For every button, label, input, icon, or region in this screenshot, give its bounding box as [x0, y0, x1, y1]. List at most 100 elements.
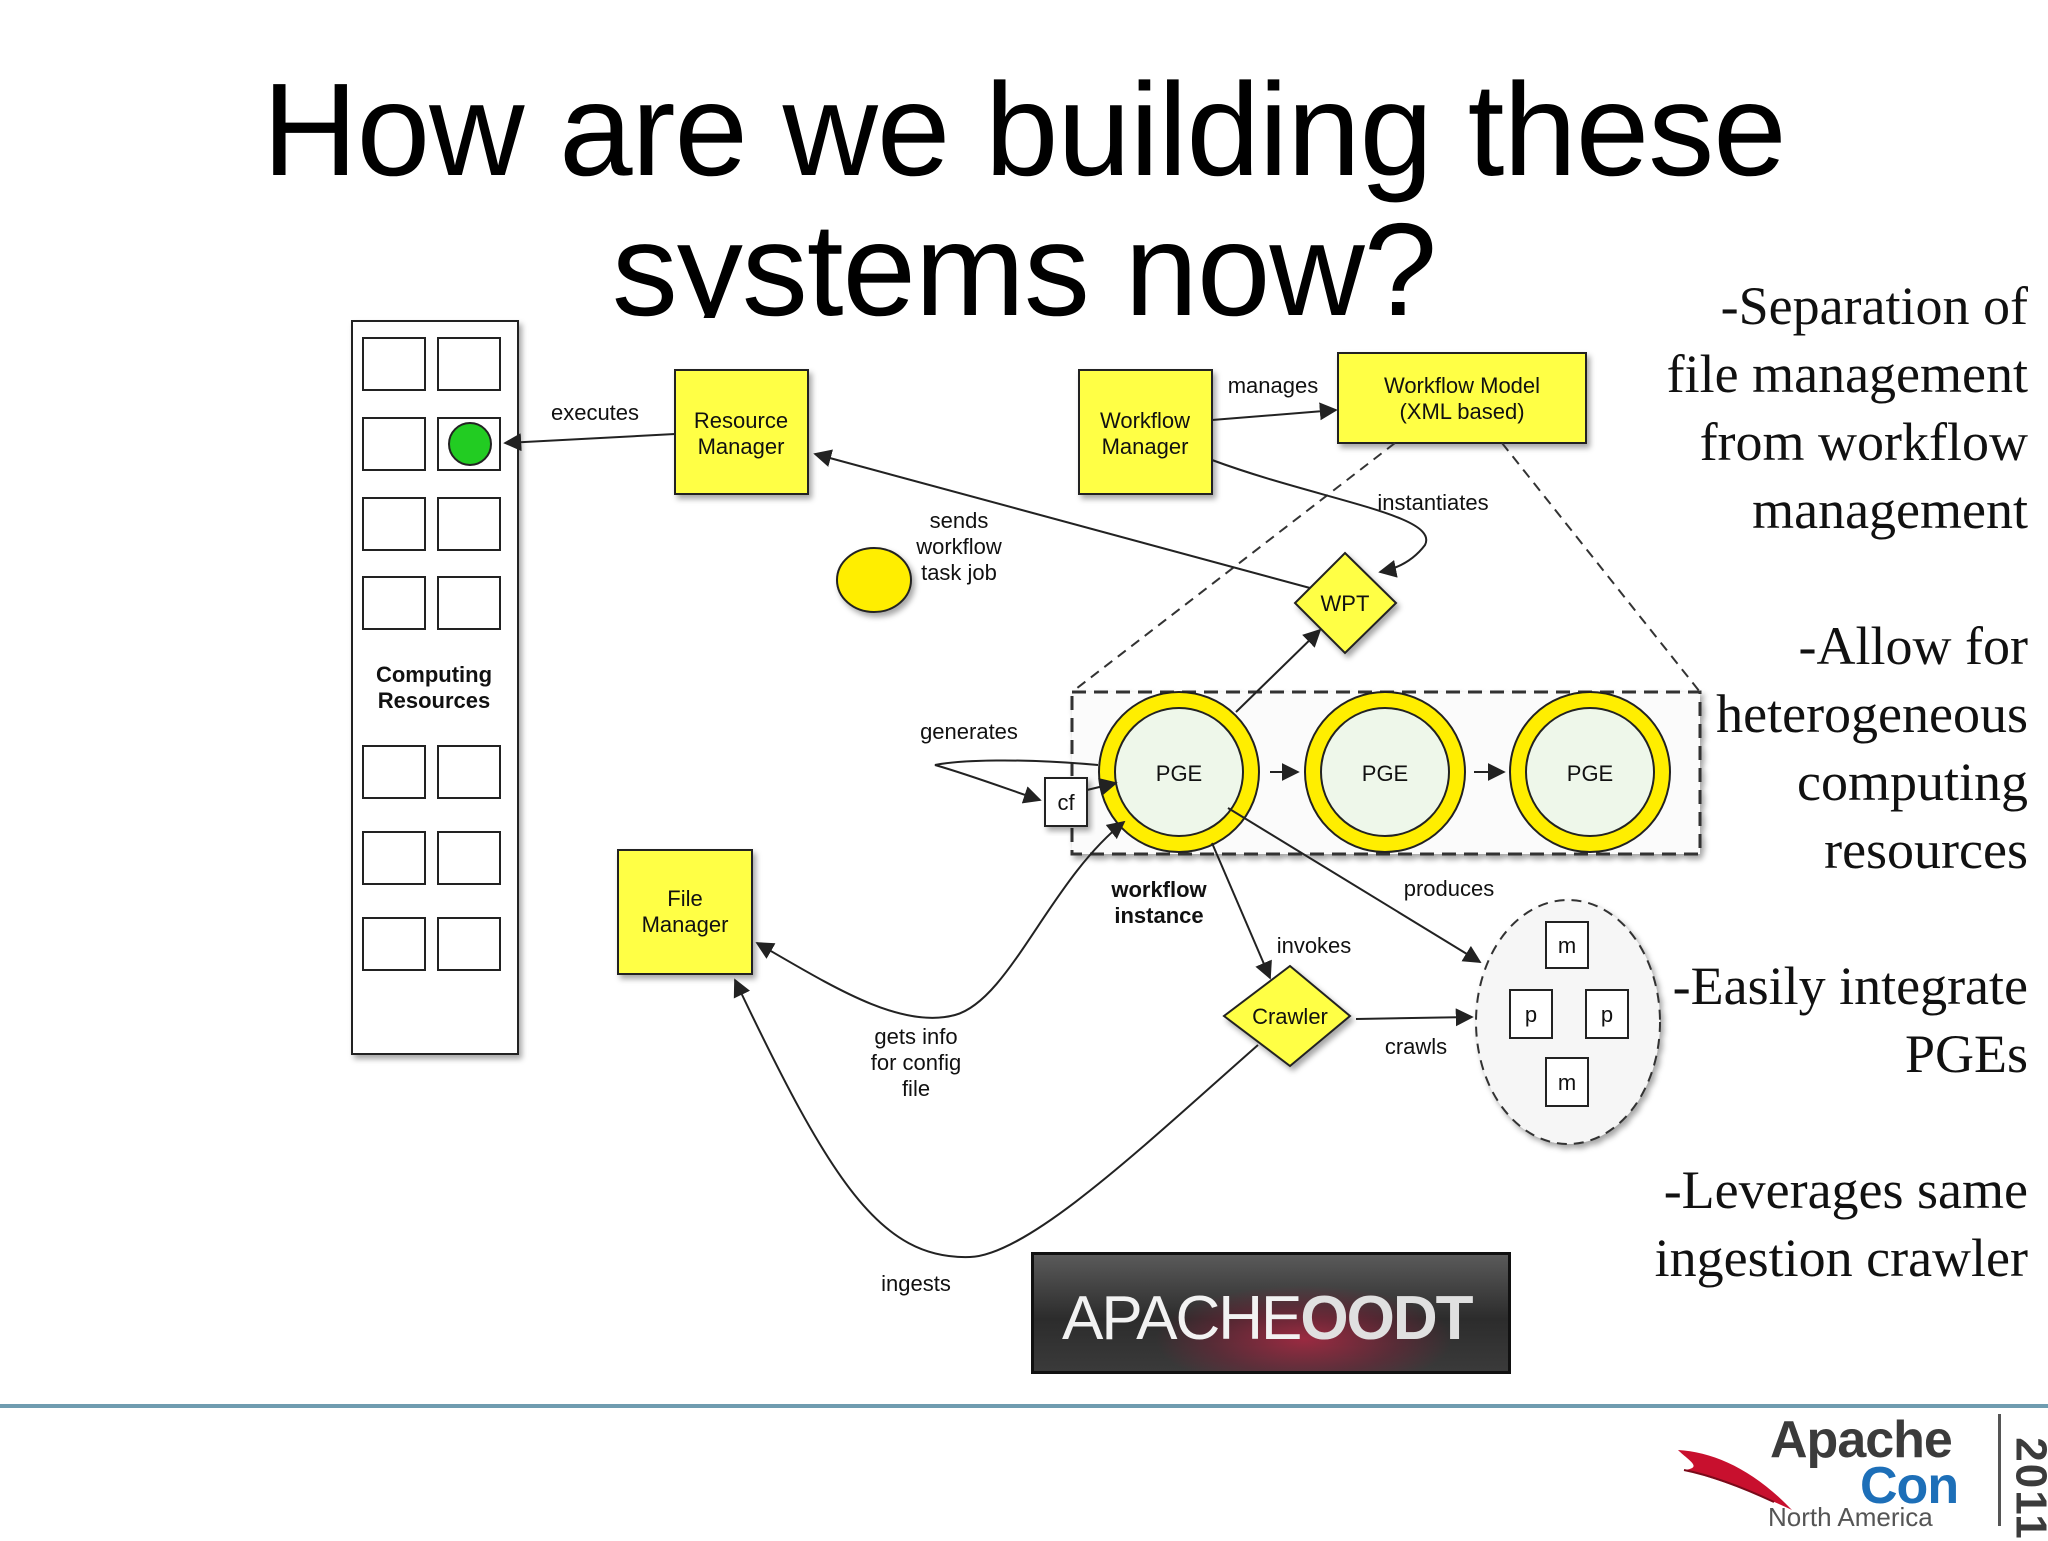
- connectors: [503, 402, 1506, 1259]
- gets-info-label-2: for config: [871, 1050, 962, 1075]
- crawler-label: Crawler: [1252, 1004, 1328, 1029]
- workflow-model-label-2: (XML based): [1399, 399, 1524, 424]
- sends-task-arrow: [813, 449, 1311, 589]
- bullet-line: PGEs: [1904, 1024, 2028, 1084]
- bullet-integrate: -Easily integrate PGEs: [1608, 952, 2028, 1088]
- workflow-manager-label-1: Workflow: [1100, 408, 1190, 433]
- produces-arrow: [1227, 807, 1482, 963]
- file-manager-node: File Manager: [617, 849, 753, 975]
- product-p-right: [1585, 989, 1629, 1039]
- sends-label-1: sends: [930, 508, 989, 533]
- resource-slot: [362, 337, 426, 391]
- executes-arrow: [503, 433, 676, 452]
- file-manager-label-1: File: [667, 886, 702, 911]
- resource-slot: [437, 745, 501, 799]
- instantiates-arrow: [1211, 459, 1428, 578]
- bullet-line: -Leverages same: [1663, 1160, 2028, 1220]
- workflow-task-job-token: [836, 547, 912, 613]
- pge-label-3: PGE: [1567, 761, 1613, 786]
- pge-node-2: PGE: [1304, 691, 1466, 853]
- invokes-label: invokes: [1277, 933, 1352, 958]
- oodt-wordmark-apache: APACHE: [1062, 1284, 1302, 1353]
- bullet-line: heterogeneous: [1716, 684, 2028, 744]
- workflow-model-node: Workflow Model (XML based): [1337, 352, 1587, 444]
- bullet-line: from workflow: [1699, 412, 2028, 472]
- workflow-manager-label-2: Manager: [1102, 434, 1189, 459]
- computing-resources-rack: Computing Resources: [351, 320, 519, 1055]
- apachecon-apache-text: Apache: [1770, 1411, 1953, 1469]
- gets-info-arrow: [755, 820, 1126, 1019]
- model-expansion-line-right: [1501, 442, 1701, 693]
- product-p-left: [1509, 989, 1553, 1039]
- bullet-crawler: -Leverages same ingestion crawler: [1608, 1156, 2028, 1292]
- resource-slot: [362, 576, 426, 630]
- gets-info-label-3: file: [902, 1076, 930, 1101]
- bullet-line: -Allow for: [1798, 616, 2028, 676]
- generates-label: generates: [920, 719, 1018, 744]
- bullet-line: computing: [1797, 752, 2028, 812]
- resource-slot: [362, 497, 426, 551]
- produces-label: produces: [1404, 876, 1495, 901]
- workflow-model-label-1: Workflow Model: [1384, 373, 1540, 398]
- bullet-line: -Separation of: [1720, 276, 2028, 336]
- pge-label-1: PGE: [1156, 761, 1202, 786]
- gets-info-label-1: gets info: [874, 1024, 957, 1049]
- pge-node-1: PGE: [1098, 691, 1260, 853]
- bullet-line: resources: [1824, 820, 2028, 880]
- resource-manager-label-1: Resource: [694, 408, 788, 433]
- pge-node-3: PGE: [1509, 691, 1671, 853]
- bullet-separation: -Separation of file management from work…: [1608, 272, 2028, 544]
- wpt-node: WPT: [1293, 551, 1398, 655]
- crawls-label: crawls: [1385, 1034, 1447, 1059]
- resource-slot: [362, 745, 426, 799]
- apache-feather-icon: [1678, 1450, 1792, 1510]
- generates-arrow: [934, 759, 1099, 804]
- resource-slot: [437, 497, 501, 551]
- resource-manager-node: Resource Manager: [674, 369, 809, 495]
- pge-to-wpt-arrow: [1235, 628, 1322, 713]
- crawler-node: Crawler: [1222, 964, 1352, 1068]
- sends-label-2: workflow: [915, 534, 1002, 559]
- instantiates-label: instantiates: [1377, 490, 1488, 515]
- apachecon-year-box: 2011: [1998, 1414, 2048, 1541]
- manages-label: manages: [1228, 373, 1319, 398]
- bullet-line: ingestion crawler: [1654, 1228, 2028, 1288]
- workflow-instance-label-1: workflow: [1110, 877, 1207, 902]
- cf-label: cf: [1057, 790, 1075, 815]
- config-file-node: cf: [1044, 777, 1088, 827]
- wpt-label: WPT: [1321, 591, 1370, 616]
- apachecon-logo: Apache Con North America 2011: [1678, 1410, 2048, 1541]
- bullet-line: file management: [1666, 344, 2028, 404]
- feather-icon: [1154, 1285, 1454, 1371]
- bullet-line: -Easily integrate: [1672, 956, 2028, 1016]
- cf-to-pge-arrow: [1086, 778, 1118, 796]
- computing-resources-label-2: Resources: [378, 688, 491, 713]
- slide-title: How are we building these systems now?: [0, 60, 2048, 319]
- ingests-label: ingests: [881, 1271, 951, 1296]
- active-job-dot: [448, 422, 492, 466]
- product-p-left-label: p: [1525, 1002, 1537, 1027]
- apachecon-year-text: 2011: [2006, 1437, 2048, 1541]
- oodt-wordmark-oodt: OODT: [1300, 1284, 1473, 1353]
- resource-slot: [437, 917, 501, 971]
- computing-resources-label-1: Computing: [376, 662, 492, 687]
- oodt-wordmark: APACHEOODT: [1062, 1283, 1473, 1354]
- bullet-line: management: [1752, 480, 2028, 540]
- resource-slot: [437, 576, 501, 630]
- sends-label-3: task job: [921, 560, 997, 585]
- workflow-manager-node: Workflow Manager: [1078, 369, 1213, 495]
- footer-divider: [0, 1404, 2048, 1408]
- crawls-arrow: [1355, 1008, 1474, 1027]
- executes-label: executes: [551, 400, 639, 425]
- resource-manager-label-2: Manager: [698, 434, 785, 459]
- invokes-arrow: [1211, 842, 1272, 980]
- bullet-list: -Separation of file management from work…: [1608, 272, 2028, 1292]
- product-m-bottom-label: m: [1558, 1070, 1576, 1095]
- product-m-bottom: [1545, 1057, 1589, 1107]
- product-p-right-label: p: [1601, 1002, 1613, 1027]
- title-line-2: systems now?: [611, 200, 1437, 318]
- ingests-arrow: [733, 978, 1259, 1259]
- apache-oodt-logo: APACHEOODT: [1031, 1252, 1511, 1374]
- resource-slot: [437, 831, 501, 885]
- bullet-heterogeneous: -Allow for heterogeneous computing resou…: [1608, 612, 2028, 884]
